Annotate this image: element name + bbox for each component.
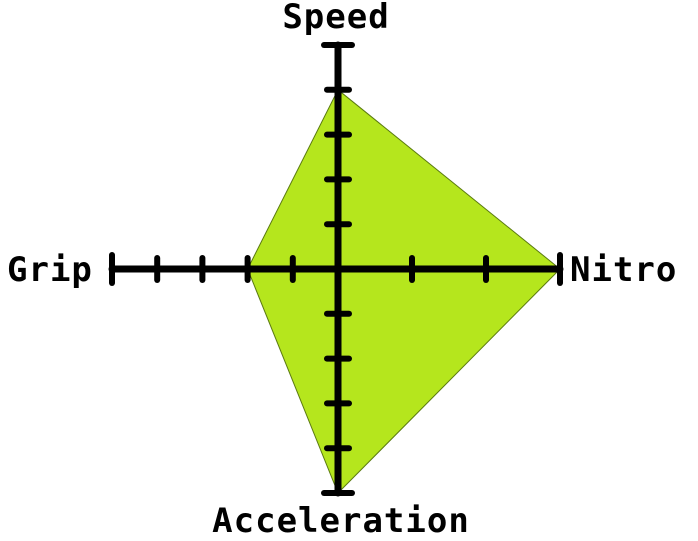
- axis-label-speed: Speed: [282, 0, 389, 37]
- data-area: [247, 89, 561, 494]
- axis-label-grip: Grip: [7, 250, 93, 290]
- ticks-layer: [109, 42, 563, 496]
- axis-label-acceleration: Acceleration: [212, 501, 470, 541]
- axis-label-nitro: Nitro: [570, 250, 677, 290]
- axes-layer: [108, 41, 564, 497]
